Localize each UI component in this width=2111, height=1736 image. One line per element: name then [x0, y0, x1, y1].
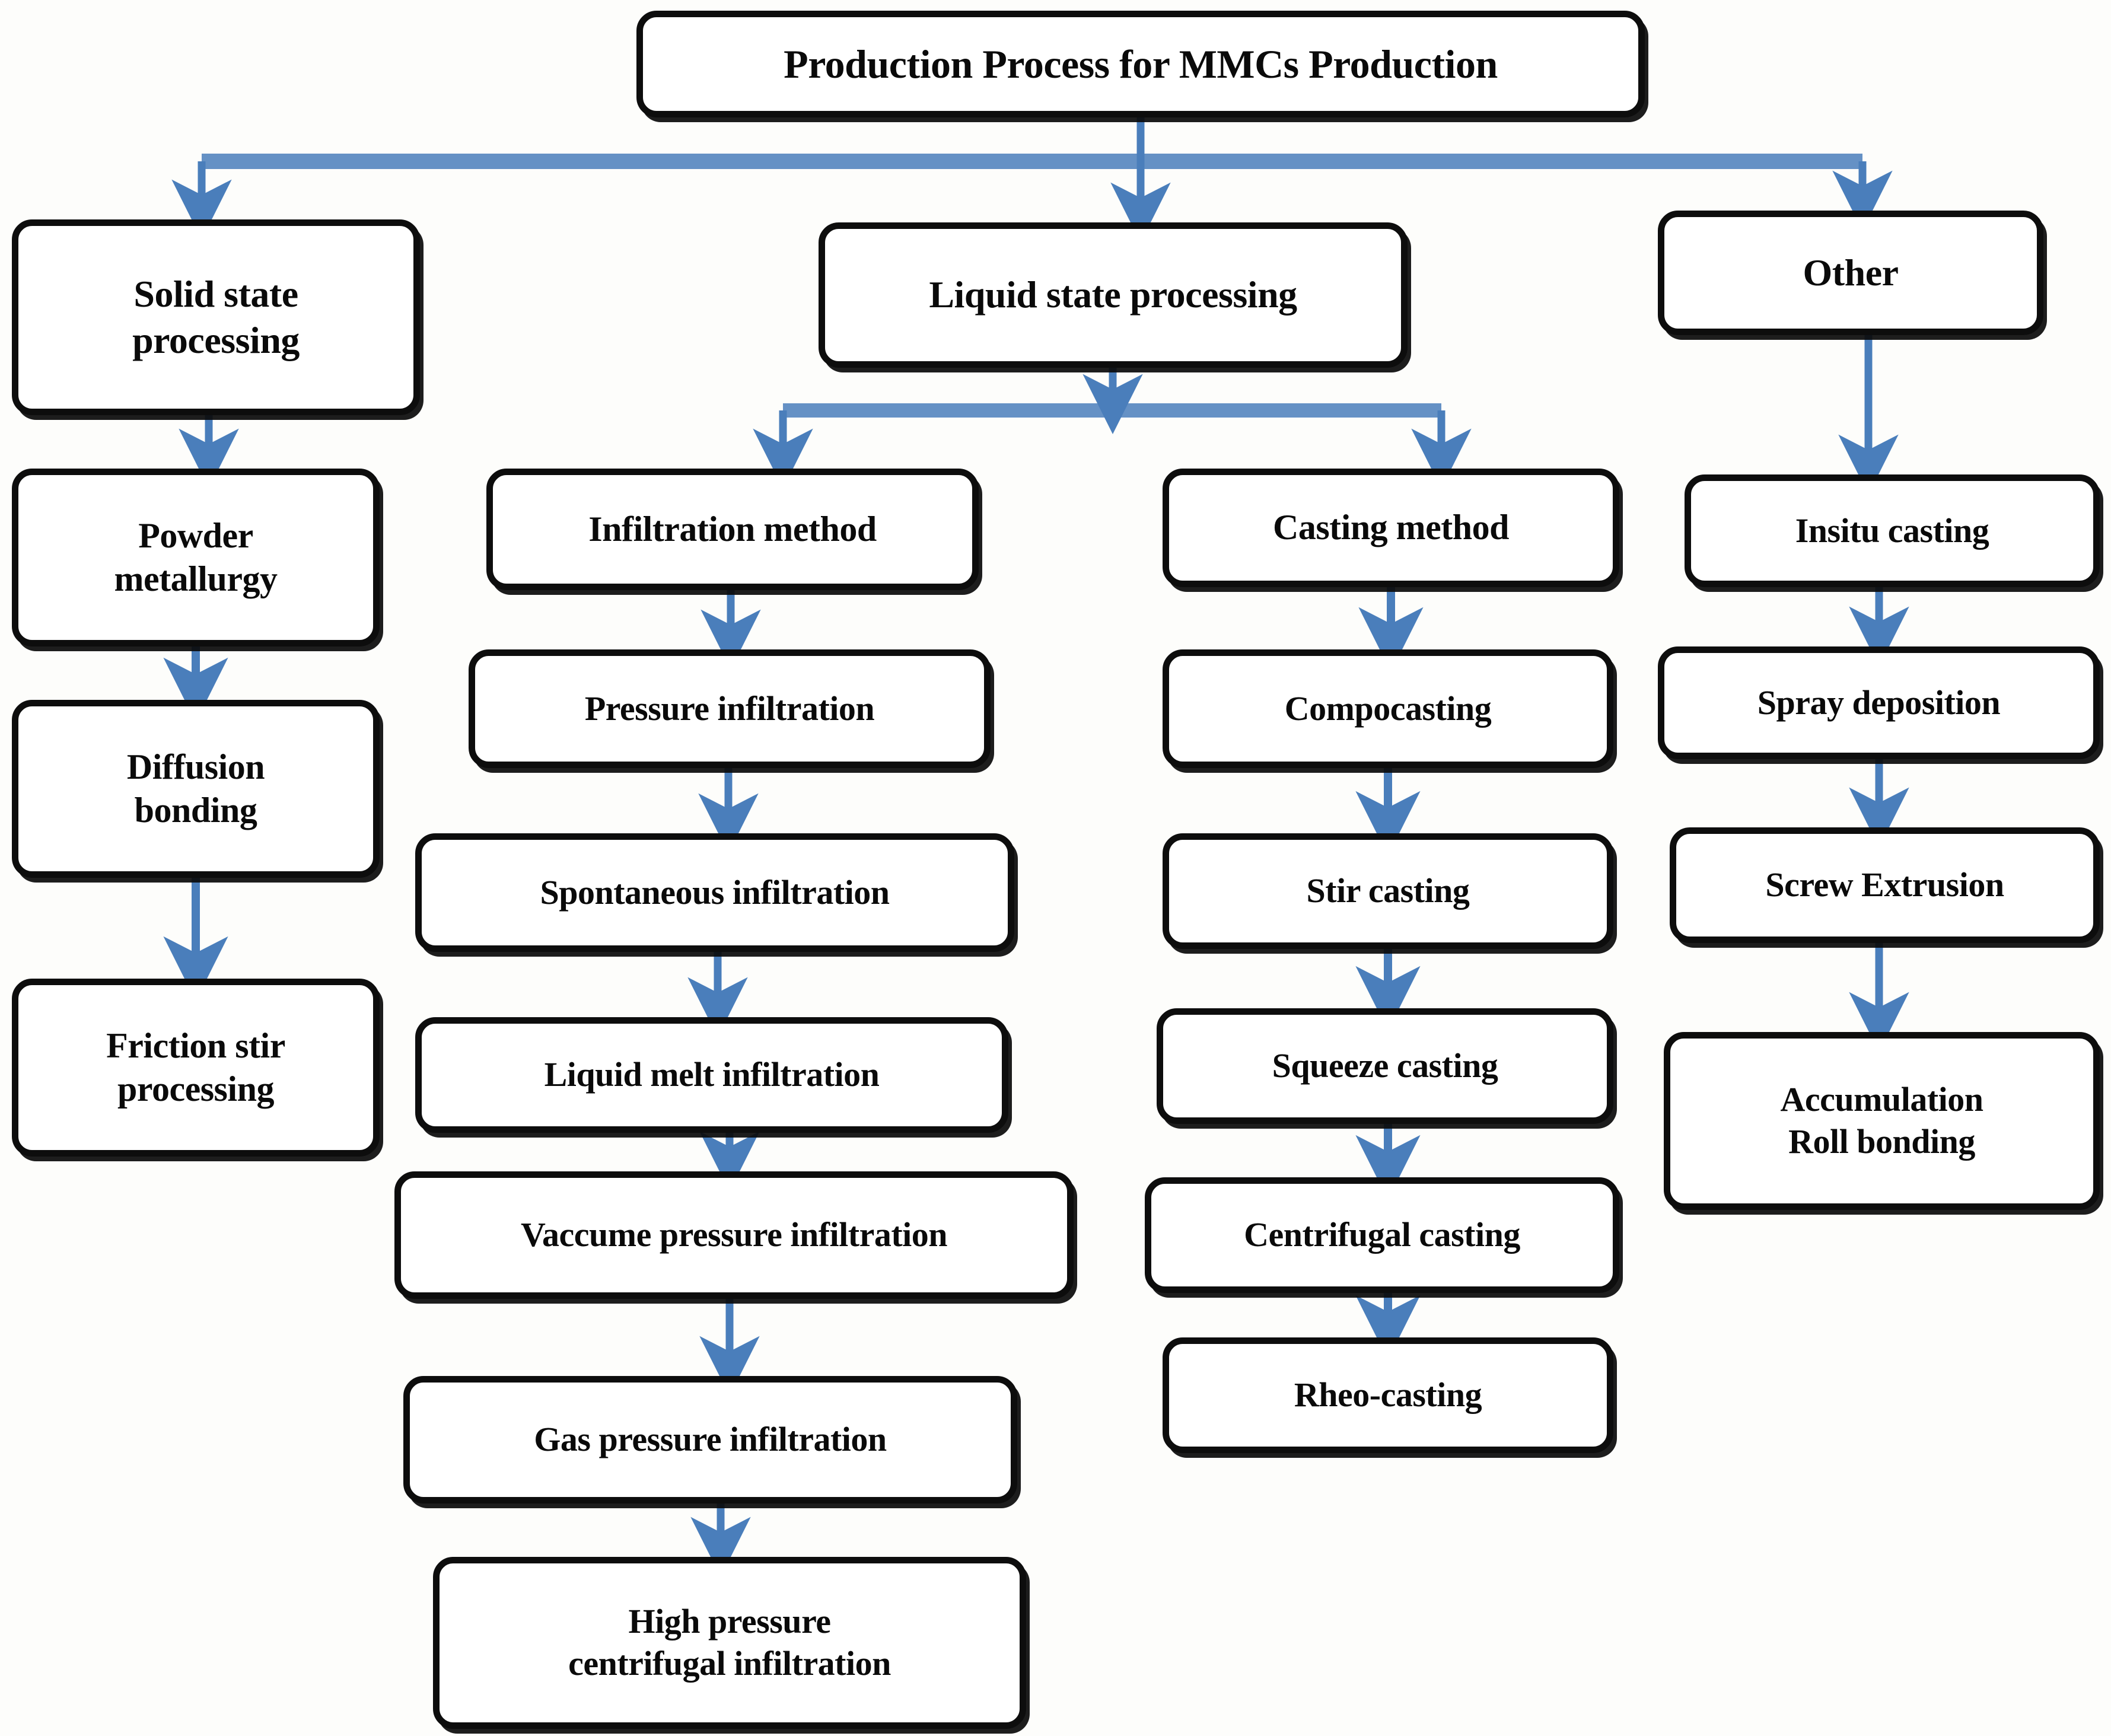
node-infiltration-method[interactable]: Infiltration method: [486, 469, 979, 590]
node-spray-deposition[interactable]: Spray deposition: [1658, 646, 2100, 759]
node-root[interactable]: Production Process for MMCs Production: [636, 11, 1645, 117]
node-infiltration-method-label: Infiltration method: [588, 509, 877, 549]
node-spontaneous-infiltration[interactable]: Spontaneous infiltration: [415, 833, 1014, 952]
node-high-pressure-centrifugal-infiltration-label: High pressure centrifugal infiltration: [568, 1602, 891, 1683]
node-rheo-casting-label: Rheo-casting: [1294, 1375, 1482, 1415]
node-accumulation-roll-bonding[interactable]: Accumulation Roll bonding: [1664, 1032, 2100, 1210]
node-pressure-infiltration[interactable]: Pressure infiltration: [469, 649, 991, 768]
node-stir-casting[interactable]: Stir casting: [1163, 833, 1613, 949]
node-liquid-melt-infiltration[interactable]: Liquid melt infiltration: [415, 1017, 1008, 1133]
node-diffusion-bonding[interactable]: Diffusion bonding: [12, 700, 380, 878]
node-centrifugal-casting-label: Centrifugal casting: [1244, 1215, 1520, 1254]
node-gas-pressure-infiltration[interactable]: Gas pressure infiltration: [403, 1376, 1017, 1504]
node-compocasting-label: Compocasting: [1284, 689, 1492, 728]
node-liquid-state-processing[interactable]: Liquid state processing: [819, 222, 1408, 368]
node-casting-method[interactable]: Casting method: [1163, 469, 1619, 587]
node-solid-state-processing[interactable]: Solid state processing: [12, 219, 420, 415]
node-accumulation-roll-bonding-label: Accumulation Roll bonding: [1780, 1080, 1984, 1161]
node-vaccume-pressure-infiltration-label: Vaccume pressure infiltration: [520, 1215, 948, 1254]
node-insitu-casting-label: Insitu casting: [1795, 511, 1989, 550]
node-compocasting[interactable]: Compocasting: [1163, 649, 1613, 768]
node-gas-pressure-infiltration-label: Gas pressure infiltration: [534, 1420, 887, 1459]
node-solid-state-processing-label: Solid state processing: [132, 272, 300, 361]
node-other[interactable]: Other: [1658, 211, 2043, 335]
node-liquid-melt-infiltration-label: Liquid melt infiltration: [544, 1055, 880, 1094]
node-insitu-casting[interactable]: Insitu casting: [1685, 474, 2100, 587]
node-high-pressure-centrifugal-infiltration[interactable]: High pressure centrifugal infiltration: [433, 1557, 1026, 1729]
node-spray-deposition-label: Spray deposition: [1757, 683, 2001, 722]
node-vaccume-pressure-infiltration[interactable]: Vaccume pressure infiltration: [394, 1171, 1074, 1299]
node-friction-stir-processing-label: Friction stir processing: [106, 1025, 285, 1109]
node-squeeze-casting[interactable]: Squeeze casting: [1157, 1008, 1613, 1124]
node-other-label: Other: [1803, 251, 1899, 294]
node-casting-method-label: Casting method: [1272, 508, 1510, 547]
node-friction-stir-processing[interactable]: Friction stir processing: [12, 979, 380, 1157]
node-centrifugal-casting[interactable]: Centrifugal casting: [1145, 1177, 1619, 1293]
node-stir-casting-label: Stir casting: [1306, 871, 1470, 910]
node-rheo-casting[interactable]: Rheo-casting: [1163, 1337, 1613, 1453]
node-powder-metallurgy-label: Powder metallurgy: [114, 515, 278, 598]
node-diffusion-bonding-label: Diffusion bonding: [126, 747, 265, 830]
node-screw-extrusion[interactable]: Screw Extrusion: [1670, 827, 2100, 943]
node-root-label: Production Process for MMCs Production: [784, 41, 1498, 87]
node-spontaneous-infiltration-label: Spontaneous infiltration: [540, 872, 890, 912]
node-pressure-infiltration-label: Pressure infiltration: [584, 689, 875, 728]
node-screw-extrusion-label: Screw Extrusion: [1765, 865, 2004, 904]
node-powder-metallurgy[interactable]: Powder metallurgy: [12, 469, 380, 646]
node-liquid-state-processing-label: Liquid state processing: [929, 273, 1297, 316]
node-squeeze-casting-label: Squeeze casting: [1272, 1046, 1498, 1085]
